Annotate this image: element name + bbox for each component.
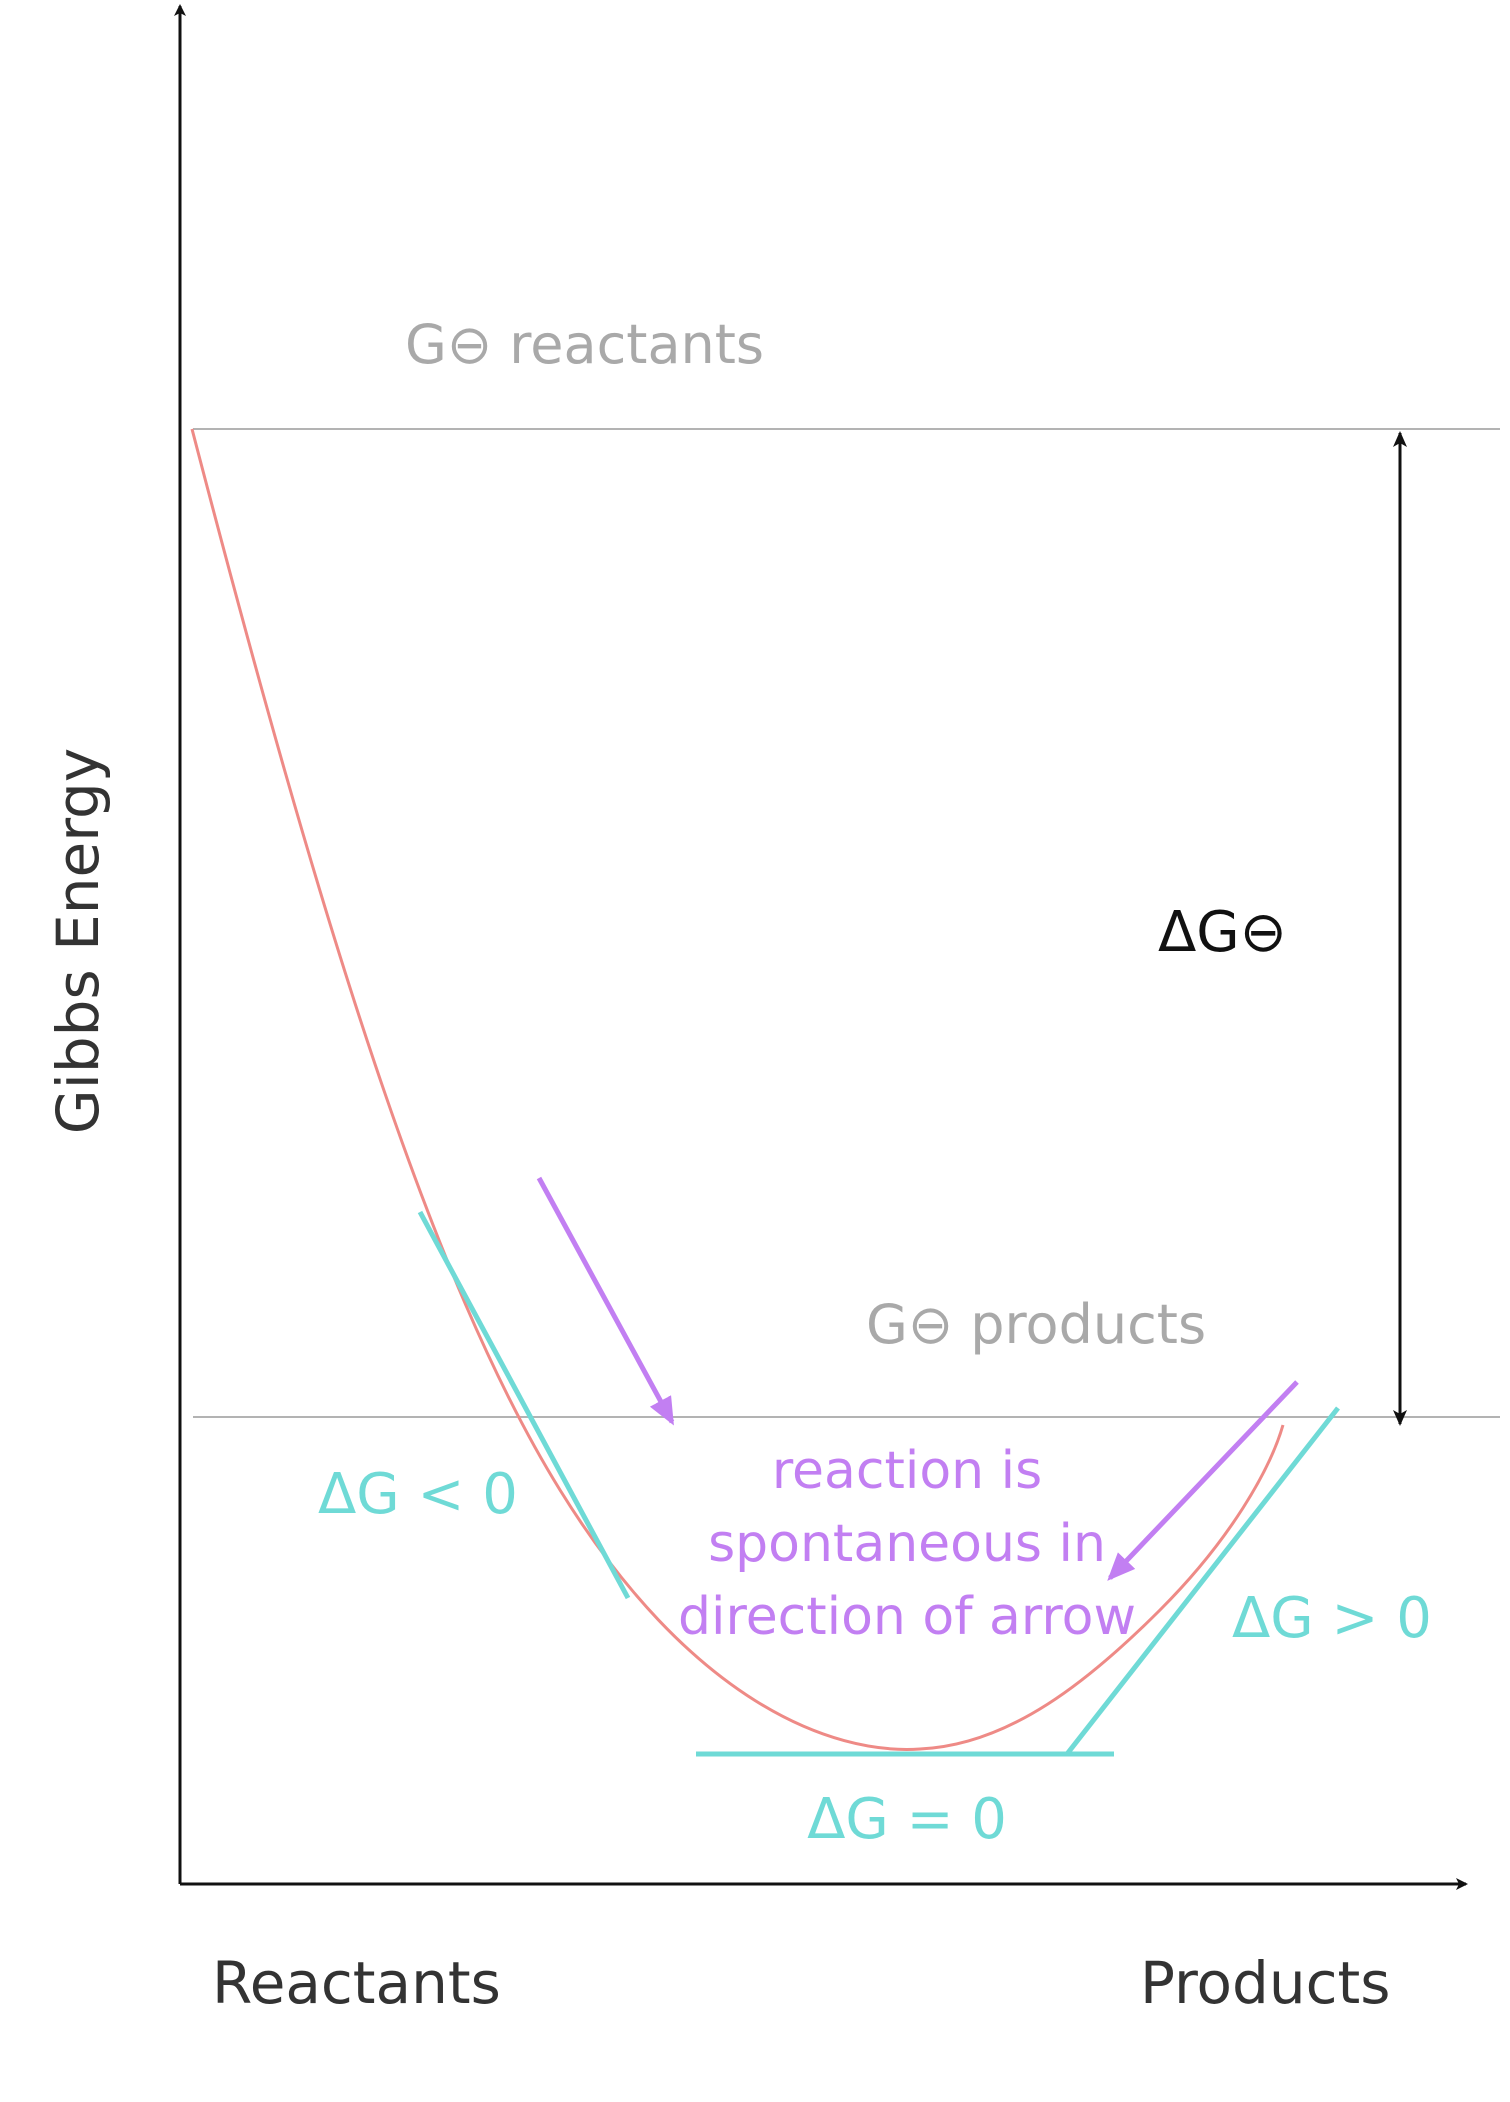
delta-g-negative-label: ΔG < 0 xyxy=(318,1462,518,1527)
annotation-line-3: direction of arrow xyxy=(678,1587,1136,1647)
delta-g-zero-label: ΔG = 0 xyxy=(807,1787,1007,1852)
products-level-label: G⊖ products xyxy=(866,1293,1206,1356)
annotation-line-1: reaction is xyxy=(772,1441,1042,1501)
tangent-positive xyxy=(1065,1406,1340,1756)
gibbs-energy-curve xyxy=(190,428,1285,1751)
y-axis-label: Gibbs Energy xyxy=(44,748,112,1134)
tangent-negative xyxy=(417,1210,631,1600)
reactants-level-label: G⊖ reactants xyxy=(405,313,764,376)
x-axis-left-label: Reactants xyxy=(212,1949,501,2017)
right-arrow-icon xyxy=(1107,1380,1299,1581)
annotation-line-2: spontaneous in xyxy=(708,1514,1106,1574)
x-axis-right-label: Products xyxy=(1140,1949,1390,2017)
delta-g-standard-label: ΔG⊖ xyxy=(1158,900,1287,965)
delta-g-positive-label: ΔG > 0 xyxy=(1232,1586,1432,1651)
left-arrow-icon xyxy=(536,1176,675,1426)
